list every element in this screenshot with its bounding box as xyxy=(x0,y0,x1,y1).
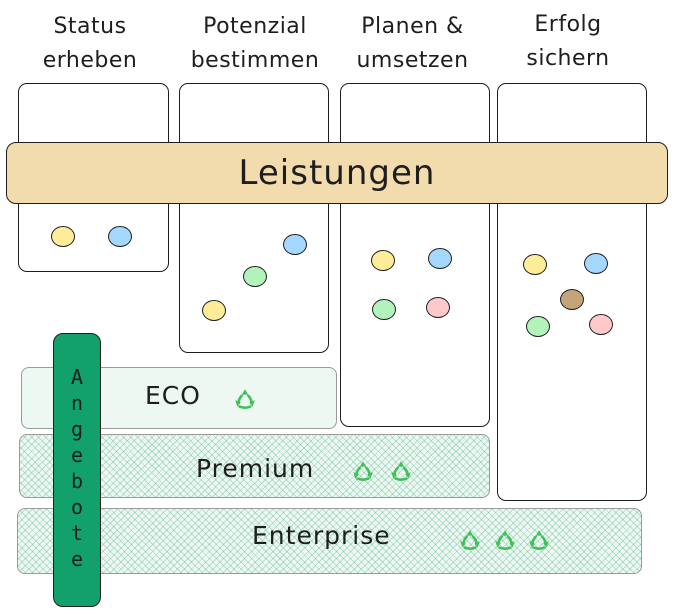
dot-blue xyxy=(584,253,608,274)
recycle-leaf-icon xyxy=(235,389,255,409)
phase-title-erfolg: Erfolg sichern xyxy=(498,8,638,76)
banner-label: Leistungen xyxy=(238,153,436,193)
phase-title-line1: Potenzial xyxy=(203,14,307,39)
angebote-letter: A xyxy=(70,365,84,389)
leistungen-banner: Leistungen xyxy=(6,142,668,204)
dot-yellow xyxy=(51,226,75,247)
phase-title-line1: Erfolg xyxy=(534,12,602,37)
tier-enterprise xyxy=(17,508,642,574)
dot-yellow xyxy=(371,250,395,271)
dot-pink xyxy=(589,314,613,335)
angebote-letter: n xyxy=(70,391,84,415)
angebote-letter: b xyxy=(70,469,84,493)
angebote-letter: t xyxy=(70,521,84,545)
dot-blue xyxy=(428,248,452,269)
phase-title-line2: bestimmen xyxy=(190,48,320,73)
recycle-leaf-icon xyxy=(353,461,373,481)
phase-title-line1: Status xyxy=(53,14,127,39)
tier-label-enterprise: Enterprise xyxy=(252,521,391,550)
recycle-leaf-icon xyxy=(529,530,549,550)
recycle-leaf-icon xyxy=(391,461,411,481)
dot-yellow xyxy=(202,300,226,321)
angebote-letter: e xyxy=(70,547,84,571)
angebote-bar: A n g e b o t e xyxy=(53,333,101,607)
recycle-leaf-icon xyxy=(460,530,480,550)
phase-title-planen: Planen & umsetzen xyxy=(340,10,485,78)
phase-title-line1: Planen & xyxy=(361,14,464,39)
dot-yellow xyxy=(523,254,547,275)
dot-pink xyxy=(426,297,450,318)
dot-green xyxy=(372,299,396,320)
dot-brown xyxy=(560,289,584,310)
tier-label-eco: ECO xyxy=(145,381,201,410)
phase-title-line2: erheben xyxy=(42,48,138,73)
phase-title-potenzial: Potenzial bestimmen xyxy=(180,10,330,78)
dot-green xyxy=(526,316,550,337)
phase-column-planen xyxy=(340,83,490,427)
angebote-letter: g xyxy=(70,417,84,441)
dot-blue xyxy=(283,234,307,255)
dot-green xyxy=(243,266,267,287)
phase-title-line2: umsetzen xyxy=(356,48,469,73)
dot-blue xyxy=(108,226,132,247)
angebote-letter: e xyxy=(70,443,84,467)
tier-label-premium: Premium xyxy=(196,454,315,483)
phase-title-status: Status erheben xyxy=(20,10,160,78)
recycle-leaf-icon xyxy=(495,530,515,550)
angebote-letter: o xyxy=(70,495,84,519)
phase-title-line2: sichern xyxy=(526,46,610,71)
